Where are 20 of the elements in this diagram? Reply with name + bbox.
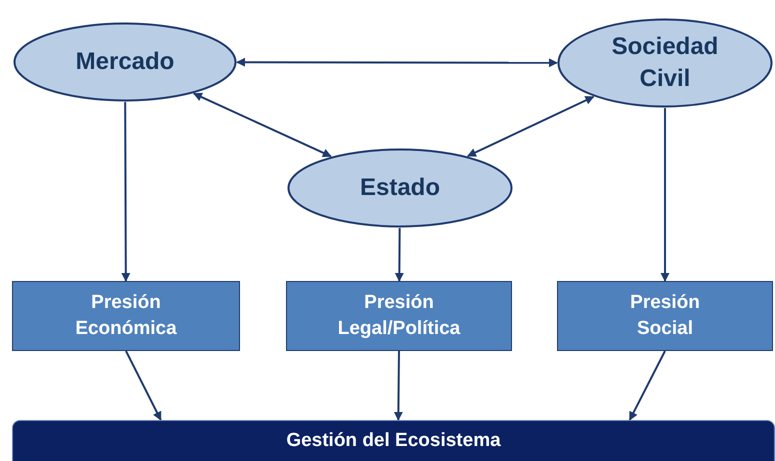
node-label: Presión Económica [74,291,178,341]
arrow [236,58,558,68]
node-label: Presión Social [629,291,701,341]
node-label: Estado [360,172,440,203]
node-label: Mercado [76,46,174,77]
arrow [394,350,403,421]
arrow [467,96,594,157]
process-box [557,281,773,351]
node-label: Sociedad Civil [610,32,720,94]
node-label: Gestión del Ecosistema [286,429,501,454]
arrow [193,92,332,158]
process-box [12,281,240,351]
node-label: Presión Legal/Política [336,291,462,341]
arrow [394,228,404,282]
arrow [121,102,130,282]
result-bar [12,420,775,461]
arrow [125,350,162,421]
process-box [286,281,512,351]
arrow [660,108,670,282]
arrow [628,350,666,421]
